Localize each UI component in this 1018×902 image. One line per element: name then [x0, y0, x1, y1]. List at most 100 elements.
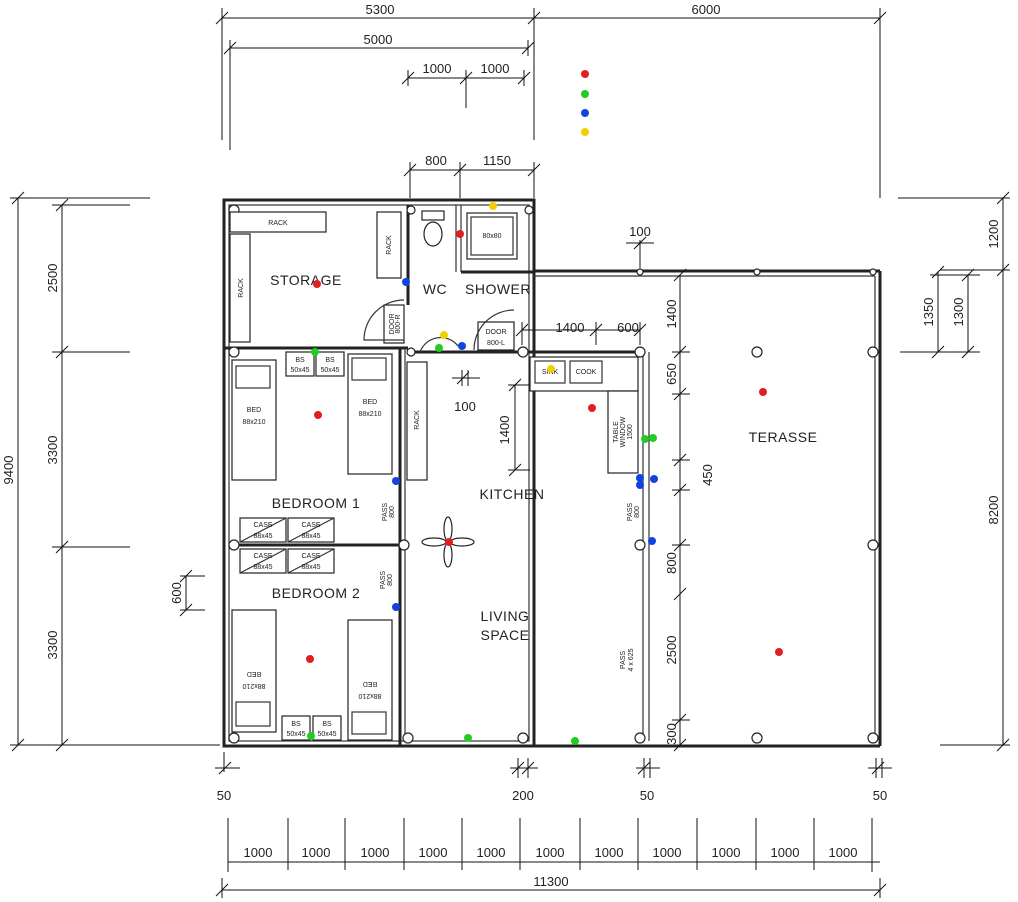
bs-size: 50x45: [317, 731, 336, 738]
dim-600-left: 600: [169, 582, 184, 604]
dim-1000-bottom: 1000: [361, 845, 390, 860]
cook: [569, 360, 603, 384]
marker-yellow: [581, 128, 589, 136]
rack-left: [229, 233, 251, 343]
marker-red: [314, 411, 322, 419]
table-size: 1500: [627, 424, 634, 440]
bed-size: 88x210: [242, 682, 265, 689]
table-label: TABLE: [613, 421, 620, 443]
rack-label: RACK: [238, 278, 245, 298]
marker-blue: [650, 475, 658, 483]
pass-size: 4 x 625: [628, 648, 635, 671]
toilet-tank: [421, 210, 445, 221]
dim-50-c: 50: [873, 788, 887, 803]
dim-100-top: 100: [629, 224, 651, 239]
marker-green: [641, 435, 649, 443]
marker-red: [445, 538, 453, 546]
marker-green: [649, 434, 657, 442]
rack-label: RACK: [414, 410, 421, 430]
dim-3300-left-a: 3300: [45, 436, 60, 465]
bs-label: BS: [322, 721, 332, 728]
bed-left-2: [231, 609, 277, 733]
rack-right: [376, 211, 402, 279]
room-shower: SHOWER: [465, 281, 531, 297]
pass-label: PASS: [380, 571, 387, 589]
bed-size: 88x210: [243, 419, 266, 426]
marker-blue: [458, 342, 466, 350]
dim-1000-a: 1000: [423, 61, 452, 76]
door-size: 800-R: [395, 314, 402, 333]
bedside-table: [312, 715, 342, 741]
rack-top: [229, 211, 327, 233]
bedside-table: [315, 351, 345, 377]
marker-green: [311, 348, 319, 356]
dim-200: 200: [512, 788, 534, 803]
dim-600-h: 600: [617, 320, 639, 335]
case-label: CASE: [253, 553, 272, 560]
dim-50-a: 50: [217, 788, 231, 803]
table-window: [607, 390, 639, 474]
marker-blue: [581, 109, 589, 117]
bedside-table: [285, 351, 315, 377]
pass-size: 800: [389, 506, 396, 518]
room-wc: WC: [423, 281, 447, 297]
storage-door: [383, 304, 405, 344]
room-storage: STORAGE: [270, 272, 342, 288]
shower-door-swing: [473, 309, 515, 351]
dim-1000-bottom: 1000: [244, 845, 273, 860]
dim-1400-v-terrace: 1400: [664, 300, 679, 329]
case-size: 88x45: [301, 564, 320, 571]
dim-1000-bottom: 1000: [477, 845, 506, 860]
dim-1000-bottom: 1000: [536, 845, 565, 860]
shower-tray: [466, 212, 518, 260]
dim-50-b: 50: [640, 788, 654, 803]
dim-2500-right: 2500: [664, 636, 679, 665]
dim-800-top: 800: [425, 153, 447, 168]
fan-icon: [421, 516, 475, 568]
marker-yellow: [547, 365, 555, 373]
bed-label: BED: [247, 670, 261, 677]
dim-1350: 1350: [921, 298, 936, 327]
bs-size: 50x45: [286, 731, 305, 738]
case-size: 88x45: [253, 533, 272, 540]
bs-label: BS: [291, 721, 301, 728]
marker-green: [435, 344, 443, 352]
marker-green: [571, 737, 579, 745]
dim-8200: 8200: [986, 496, 1001, 525]
bed-label: BED: [247, 407, 261, 414]
bed-left-1: [231, 359, 277, 481]
marker-blue: [648, 537, 656, 545]
dim-1000-bottom: 1000: [302, 845, 331, 860]
bs-size: 50x45: [290, 367, 309, 374]
toilet-bowl: [423, 221, 443, 247]
window-label: WINDOW: [620, 416, 627, 447]
dim-1150: 1150: [483, 153, 511, 168]
marker-red: [588, 404, 596, 412]
pass-label: PASS: [620, 651, 627, 669]
dim-100-mid: 100: [454, 399, 476, 414]
bedside-table: [281, 715, 311, 741]
room-kitchen: KITCHEN: [480, 486, 545, 502]
bed-size: 88x210: [358, 692, 381, 699]
marker-blue: [392, 603, 400, 611]
shower-door: [477, 321, 515, 351]
door-swing: [363, 299, 405, 341]
marker-green: [307, 732, 315, 740]
rack-kitchen: [406, 361, 428, 481]
dim-450: 450: [700, 464, 715, 486]
dim-1400-v-kitchen: 1400: [497, 416, 512, 445]
room-terasse: TERASSE: [749, 429, 818, 445]
sink: [534, 360, 566, 384]
bed-right-2: [347, 619, 393, 741]
right-dimensions: 1200 8200 1350 1300: [898, 191, 1010, 752]
bs-label: BS: [325, 357, 335, 364]
cook-label: COOK: [576, 369, 597, 376]
case-size: 88x45: [253, 564, 272, 571]
room-living-line-2: SPACE: [481, 627, 530, 643]
dim-1000-b: 1000: [481, 61, 510, 76]
marker-red: [759, 388, 767, 396]
pass-size: 800: [387, 574, 394, 586]
bed-label: BED: [363, 399, 377, 406]
dim-1000-bottom: 1000: [829, 845, 858, 860]
